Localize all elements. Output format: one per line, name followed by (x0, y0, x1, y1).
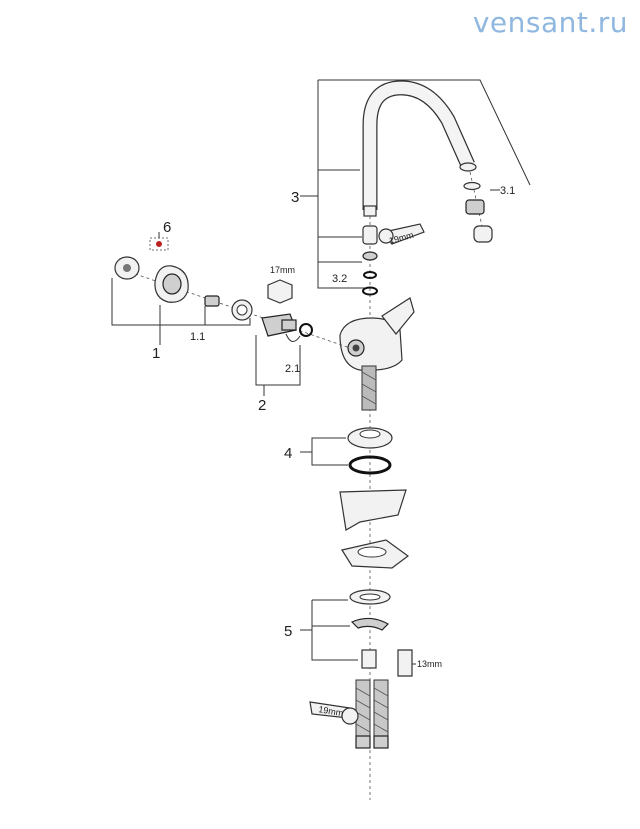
hose-right-nut (373, 735, 389, 749)
spout-o-ring (363, 271, 377, 279)
bracket-2 (255, 335, 301, 386)
spout-base (363, 205, 377, 217)
body-inlet-center (352, 344, 360, 352)
aerator-housing (473, 225, 493, 243)
aerator-axis (469, 171, 483, 227)
callout-3-1: 3.1 (500, 185, 515, 197)
callout-3: 3 (291, 189, 299, 206)
handle-cap-mark (123, 264, 131, 272)
mixer-body-shell (339, 317, 403, 371)
callout-2: 2 (258, 397, 266, 414)
spout-tube-fill (363, 81, 474, 210)
hose-braid-top (361, 371, 377, 405)
spout-sleeve (362, 251, 378, 261)
callout-4: 4 (284, 445, 292, 462)
leader-4-top (300, 437, 346, 453)
mixer-body (339, 297, 415, 411)
mounting-lower (300, 589, 416, 677)
callout-3-2: 3.2 (332, 273, 347, 285)
fixing-washer-hole (359, 593, 381, 601)
hoses-assembly (309, 679, 389, 749)
hose-left-nut (355, 735, 371, 749)
spout-tube (362, 80, 475, 210)
callout-2-1: 2.1 (285, 363, 300, 375)
counter-plate (339, 489, 407, 531)
leader-5-bracket (311, 600, 358, 661)
bracket-3-top (318, 79, 531, 186)
spout-assembly (300, 79, 531, 800)
hose-braid (355, 687, 389, 733)
aerator-washer (463, 181, 481, 191)
cartridge-assembly (255, 279, 313, 396)
bracket-1 (111, 278, 251, 326)
mounting-bracket-hole (357, 546, 387, 558)
adapter-ring-hole (236, 304, 248, 316)
callout-1: 1 (152, 345, 160, 362)
hex-cartridge-label: 17mm (270, 265, 295, 275)
handle-assembly (111, 232, 351, 349)
leader-4-bottom (311, 452, 348, 466)
handle-screw (204, 295, 220, 307)
spout-nut (362, 225, 378, 245)
threaded-nipple (361, 649, 377, 669)
index-cap-dot (156, 241, 162, 247)
rotate-arrow (285, 333, 301, 342)
hex-socket-13mm (397, 649, 413, 677)
aerator-insert (465, 199, 485, 215)
cartridge-o-ring (299, 323, 313, 337)
cartridge-spindle (281, 319, 297, 331)
watermark-text: vensant.ru (472, 6, 628, 39)
bracket-3-left (317, 80, 372, 289)
spout-o-ring-lower (362, 286, 378, 296)
callout-6: 6 (163, 219, 171, 236)
spout-outlet (459, 162, 477, 172)
lever-handle (381, 297, 415, 335)
wrench-19mm-jaw (378, 228, 394, 244)
callout-5: 5 (284, 623, 292, 640)
hex-socket-17mm (267, 279, 293, 304)
base-o-ring (348, 455, 392, 475)
wrench-19mm-bottom-jaw (341, 707, 359, 725)
escutcheon-hole (359, 429, 381, 439)
horseshoe-washer (350, 617, 389, 631)
wrench-hoses-label: 19mm (318, 704, 344, 718)
hex-nipple-label: 13mm (417, 659, 442, 669)
handle-knob-face (162, 273, 182, 295)
mounting-upper (300, 427, 393, 475)
callout-1-1: 1.1 (190, 331, 205, 343)
